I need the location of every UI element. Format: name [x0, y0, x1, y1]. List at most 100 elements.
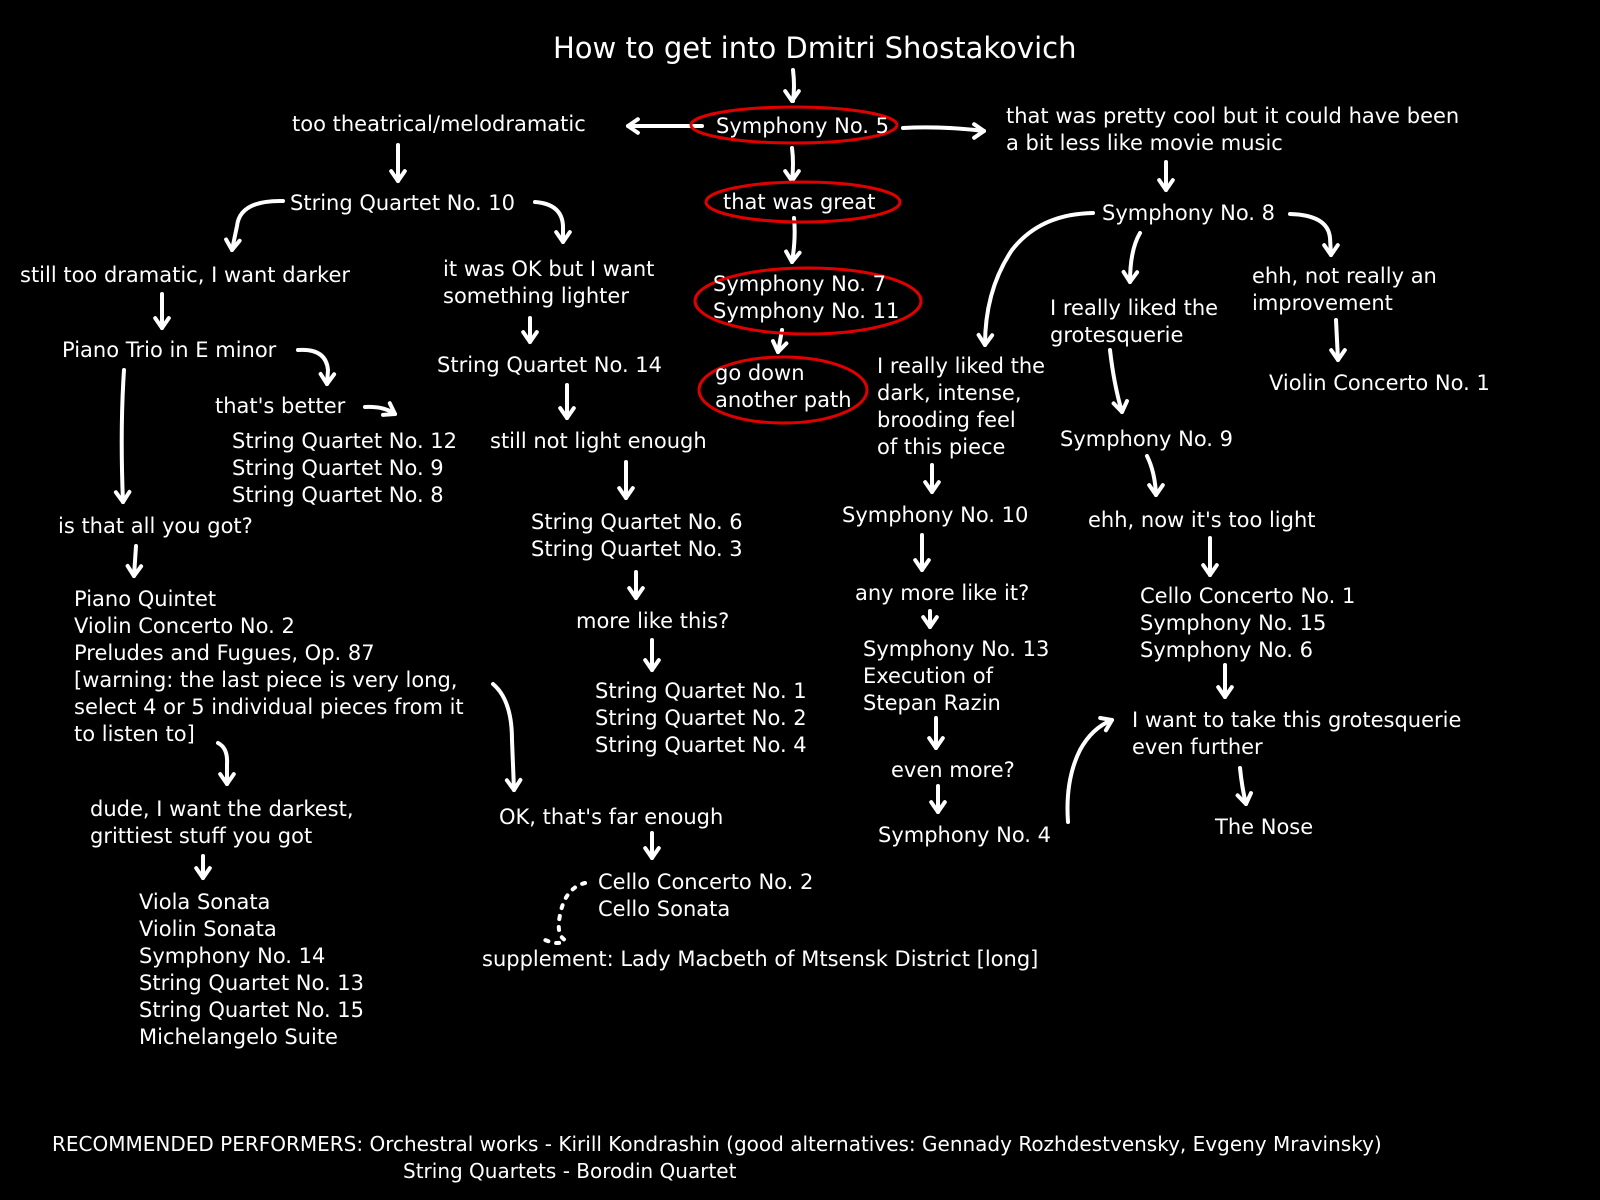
node-line: Symphony No. 14: [139, 944, 326, 968]
node-not-improvement: ehh, not really an improvement: [1252, 263, 1437, 317]
arrowhead-sym5-to-theatrical: [626, 117, 640, 135]
arrowhead-cool-to-sym8: [1157, 178, 1175, 192]
node-line: Violin Sonata: [139, 917, 277, 941]
node-line: Symphony No. 15: [1140, 611, 1327, 635]
node-line: ehh, not really an: [1252, 264, 1437, 288]
arrow-quintet-to-dude: [216, 741, 230, 786]
arrowhead-allgot-to-quintet: [125, 563, 144, 578]
arrow-sym8-to-grotesq: [1128, 231, 1142, 284]
node-line: String Quartet No. 6: [531, 510, 743, 534]
node-any-more: any more like it?: [855, 580, 1029, 607]
node-line: OK, that's far enough: [499, 805, 724, 829]
node-pretty-cool: that was pretty cool but it could have b…: [1006, 103, 1459, 157]
node-line: Symphony No. 11: [713, 299, 900, 323]
arrow-sq10-to-dramatic: [230, 198, 285, 252]
arrowhead-cello-to-further: [1216, 685, 1234, 699]
node-line: Violin Concerto No. 2: [74, 614, 295, 638]
node-line: Preludes and Fugues, Op. 87: [74, 641, 375, 665]
arrowhead-improve-to-vc1: [1329, 348, 1347, 362]
arrow-allgot-to-quintet: [132, 544, 138, 578]
arrow-trio-to-allgot: [119, 368, 126, 504]
arrow-quintet-to-farenough: [491, 682, 516, 792]
node-line: String Quartet No. 2: [595, 706, 807, 730]
node-dark-intense: I really liked the dark, intense, brooding…: [877, 353, 1045, 461]
node-line: [warning: the last piece is very long,: [74, 668, 458, 692]
node-even-more: even more?: [891, 757, 1015, 784]
arrowhead-sym7-to-path: [771, 339, 789, 354]
node-line: String Quartet No. 13: [139, 971, 365, 995]
node-line: is that all you got?: [58, 514, 253, 538]
node-line: String Quartet No. 1: [595, 679, 807, 703]
node-line: Piano Trio in E minor: [62, 338, 277, 362]
node-line: String Quartet No. 15: [139, 998, 365, 1022]
node-line: dark, intense,: [877, 381, 1022, 405]
node-line: Symphony No. 10: [842, 503, 1029, 527]
node-line: Viola Sonata: [139, 890, 271, 914]
node-symphony-4: Symphony No. 4: [878, 822, 1051, 849]
arrowhead-sym8-to-dark: [976, 332, 995, 347]
node-too-theatrical: too theatrical/melodramatic: [292, 111, 586, 138]
node-line: brooding feel: [877, 408, 1016, 432]
arrowhead-trio-to-better: [318, 371, 337, 386]
node-line: ehh, now it's too light: [1088, 508, 1316, 532]
node-still-not-light: still not light enough: [490, 428, 707, 455]
node-line: to listen to]: [74, 722, 195, 746]
arrowhead-evenmore-to-sym4: [929, 800, 947, 814]
node-line: grotesquerie: [1050, 323, 1184, 347]
arrow-grotesq-to-sym9: [1108, 348, 1124, 414]
arrow-sym8-to-improve: [1288, 212, 1333, 257]
node-sq-1-2-4: String Quartet No. 1 String Quartet No. 2…: [595, 678, 807, 759]
arrowhead-further-to-nose: [1235, 791, 1253, 806]
footer-quartets-line: String Quartets - Borodin Quartet: [403, 1159, 737, 1183]
footer-performers-line: RECOMMENDED PERFORMERS: Orchestral works…: [52, 1132, 1382, 1156]
arrowhead-lighter-to-sq14: [521, 330, 539, 344]
node-line: Symphony No. 9: [1060, 427, 1234, 451]
arrowhead-dude-to-darkest: [194, 866, 212, 880]
node-line: that was great: [723, 190, 876, 214]
arrow-sym7-to-path: [776, 328, 784, 354]
arrow-sym9-to-toolight: [1145, 454, 1158, 497]
node-line: Symphony No. 7: [713, 272, 887, 296]
node-line: Symphony No. 13: [863, 637, 1050, 661]
arrow-trio-to-better: [296, 347, 330, 386]
node-line: still too dramatic, I want darker: [20, 263, 351, 287]
node-line: Symphony No. 5: [716, 114, 890, 138]
arrow-dotted-cello-to-supplement: [543, 881, 587, 945]
node-symphony-7-11: Symphony No. 7 Symphony No. 11: [713, 271, 899, 325]
arrow-sym5-to-cool: [901, 125, 986, 133]
arrowhead-farenough-to-cello: [643, 846, 661, 860]
node-line: improvement: [1252, 291, 1393, 315]
node-line: String Quartet No. 12: [232, 429, 458, 453]
arrow-further-to-nose: [1238, 766, 1248, 806]
node-line: Violin Concerto No. 1: [1269, 371, 1490, 395]
node-line: something lighter: [443, 284, 629, 308]
node-sq-12-9-8: String Quartet No. 12 String Quartet No. …: [232, 428, 457, 509]
arrowhead-sym5-to-great: [783, 169, 801, 183]
arrowhead-sq10-to-dramatic: [224, 237, 242, 252]
node-line: that's better: [215, 394, 346, 418]
node-line: grittiest stuff you got: [90, 824, 313, 848]
node-line: of this piece: [877, 435, 1006, 459]
node-line: Cello Concerto No. 1: [1140, 584, 1356, 608]
node-line: too theatrical/melodramatic: [292, 112, 586, 136]
node-thats-better: that's better: [215, 393, 345, 420]
arrow-great-to-sym7: [790, 216, 797, 264]
arrow-title-to-sym5: [791, 68, 796, 103]
arrowhead-title-to-sym5: [783, 89, 801, 103]
chart-title: How to get into Dmitri Shostakovich: [553, 31, 1077, 65]
node-piano-trio: Piano Trio in E minor: [62, 337, 276, 364]
node-line: Stepan Razin: [863, 691, 1001, 715]
node-line: it was OK but I want: [443, 257, 655, 281]
node-line: I really liked the: [877, 354, 1046, 378]
node-line: I want to take this grotesquerie: [1132, 708, 1462, 732]
node-line: The Nose: [1215, 815, 1314, 839]
node-line: String Quartet No. 4: [595, 733, 807, 757]
node-line: String Quartet No. 9: [232, 456, 444, 480]
node-is-that-all: is that all you got?: [58, 513, 253, 540]
node-symphony-10: Symphony No. 10: [842, 502, 1028, 529]
